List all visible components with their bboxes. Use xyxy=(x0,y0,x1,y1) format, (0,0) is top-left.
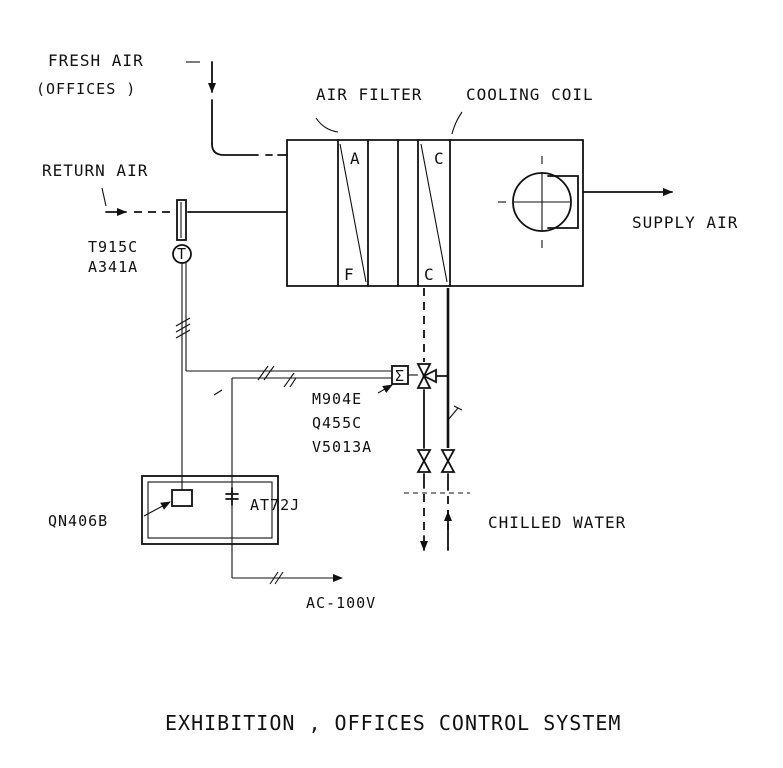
supply-air-label: SUPPLY AIR xyxy=(632,213,738,232)
controller-leader xyxy=(143,501,171,517)
filter-bottom-letter: F xyxy=(344,265,355,284)
control-panel xyxy=(141,475,279,545)
chilled-water-label: CHILLED WATER xyxy=(488,513,626,532)
air-handling-unit xyxy=(286,139,584,287)
controller-model-label: QN406B xyxy=(48,512,108,530)
power-supply-label: AC-100V xyxy=(306,594,376,612)
valve-actuator xyxy=(391,365,418,385)
supply-fan xyxy=(498,156,579,248)
duct-temperature-sensor xyxy=(172,199,192,264)
isolation-valve-supply xyxy=(416,449,432,473)
sensor-model-label-1: T915C xyxy=(88,238,138,256)
balancing-valve xyxy=(447,405,463,421)
diagram-title: EXHIBITION , OFFICES CONTROL SYSTEM xyxy=(165,711,621,735)
controller-module xyxy=(171,489,193,507)
sensor-model-label-2: A341A xyxy=(88,258,138,276)
valve-model-label-2: Q455C xyxy=(312,414,362,432)
return-air-label: RETURN AIR xyxy=(42,161,148,180)
valve-model-label-3: V5013A xyxy=(312,438,372,456)
sensor-signal-wire xyxy=(175,263,191,490)
three-way-valve xyxy=(416,363,449,389)
air-filter-section xyxy=(337,139,369,287)
coil-bottom-letter: C xyxy=(424,265,435,284)
return-air-duct xyxy=(101,187,288,216)
actuator-symbol: Σ xyxy=(395,367,405,385)
coil-top-letter: C xyxy=(434,149,445,168)
fresh-air-label: FRESH AIR xyxy=(48,51,144,70)
cooling-coil-leader xyxy=(451,111,463,135)
cooling-coil-section xyxy=(417,139,451,287)
power-supply-wire xyxy=(231,505,343,585)
air-filter-leader xyxy=(315,117,339,133)
valve-model-label-1: M904E xyxy=(312,390,362,408)
actuator-leader xyxy=(377,384,393,394)
isolation-valve-return xyxy=(440,449,456,473)
transformer-model-label: AT72J xyxy=(250,496,300,514)
filter-top-letter: A xyxy=(350,149,361,168)
sensor-symbol: T xyxy=(177,245,187,263)
transformer-symbol xyxy=(225,487,239,506)
fresh-air-sub-label: (OFFICES ) xyxy=(36,80,136,98)
air-filter-label: AIR FILTER xyxy=(316,85,422,104)
fresh-air-duct xyxy=(186,61,288,156)
cooling-coil-label: COOLING COIL xyxy=(466,85,594,104)
